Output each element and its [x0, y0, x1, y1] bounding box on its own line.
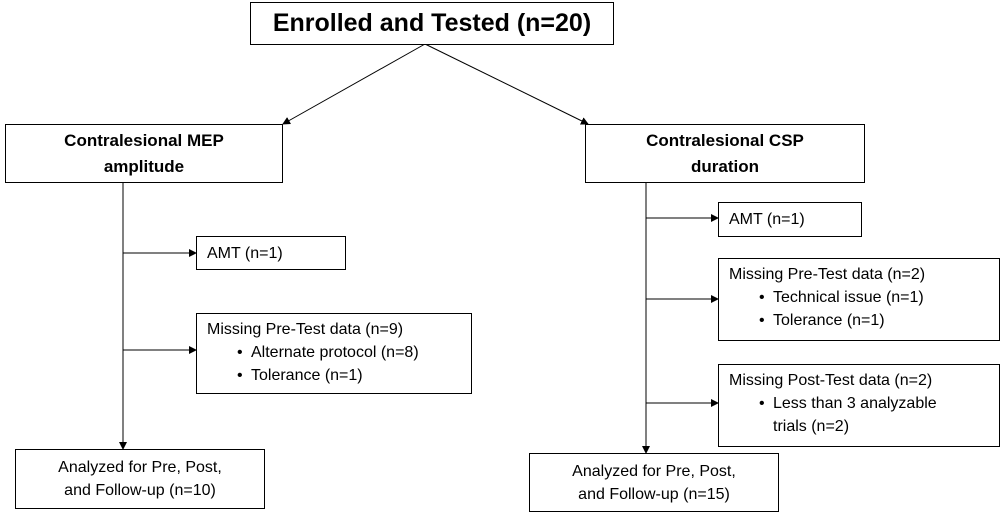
- right-amt-label: AMT (n=1): [729, 211, 805, 228]
- mep-header-box: Contralesional MEP amplitude: [5, 124, 283, 183]
- enrolled-box: Enrolled and Tested (n=20): [250, 2, 614, 45]
- right-analyzed-line2: and Follow-up (n=15): [578, 485, 730, 503]
- arrow-top-to-left: [282, 43, 426, 125]
- right-missing-post-title: Missing Post-Test data (n=2): [729, 372, 933, 389]
- mep-header-line2: amplitude: [103, 156, 185, 176]
- right-analyzed-box: Analyzed for Pre, Post, and Follow-up (n…: [529, 453, 779, 512]
- left-analyzed-line1: Analyzed for Pre, Post,: [58, 459, 222, 476]
- right-missing-pre-list: Technical issue (n=1) Tolerance (n=1): [759, 286, 989, 332]
- left-missing-pre-box: Missing Pre-Test data (n=9) Alternate pr…: [196, 313, 472, 394]
- right-missing-post-bullet-line1: Less than 3 analyzable: [773, 395, 937, 412]
- list-item: Tolerance (n=1): [759, 309, 989, 332]
- csp-header-line2: duration: [691, 156, 759, 176]
- list-item: Tolerance (n=1): [237, 364, 461, 387]
- left-missing-pre-list: Alternate protocol (n=8) Tolerance (n=1): [237, 341, 461, 387]
- list-item: Less than 3 analyzable trials (n=2): [759, 392, 989, 438]
- mep-header-line1: Contralesional MEP: [64, 130, 224, 150]
- right-missing-post-list: Less than 3 analyzable trials (n=2): [759, 392, 989, 438]
- csp-header-line1: Contralesional CSP: [646, 130, 804, 150]
- arrow-top-to-right: [424, 43, 589, 125]
- right-missing-post-bullet-line2: trials (n=2): [773, 418, 850, 435]
- enrolled-label: Enrolled and Tested (n=20): [272, 9, 592, 37]
- right-missing-pre-title: Missing Pre-Test data (n=2): [729, 266, 926, 283]
- left-analyzed-line2: and Follow-up (n=10): [64, 482, 216, 499]
- csp-header-box: Contralesional CSP duration: [585, 124, 865, 183]
- left-analyzed-box: Analyzed for Pre, Post, and Follow-up (n…: [15, 449, 265, 509]
- list-item: Alternate protocol (n=8): [237, 341, 461, 364]
- left-amt-label: AMT (n=1): [207, 244, 283, 262]
- right-analyzed-line1: Analyzed for Pre, Post,: [572, 462, 736, 480]
- list-item: Technical issue (n=1): [759, 286, 989, 309]
- left-amt-box: AMT (n=1): [196, 236, 346, 270]
- right-missing-pre-box: Missing Pre-Test data (n=2) Technical is…: [718, 258, 1000, 341]
- left-missing-pre-title: Missing Pre-Test data (n=9): [207, 321, 404, 338]
- right-missing-post-box: Missing Post-Test data (n=2) Less than 3…: [718, 364, 1000, 447]
- right-amt-box: AMT (n=1): [718, 202, 862, 237]
